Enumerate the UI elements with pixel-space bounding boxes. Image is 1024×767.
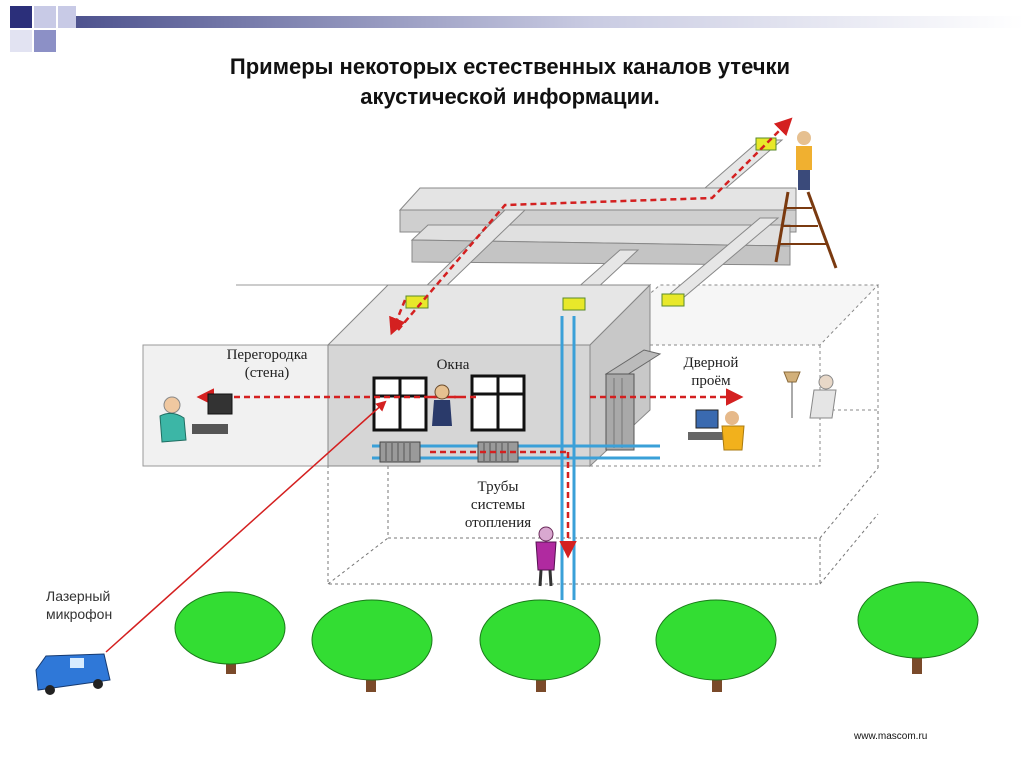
label-pipes-line2: системы	[470, 497, 526, 513]
person-in-room-icon	[432, 384, 452, 426]
sensor-icon	[405, 137, 777, 311]
person-at-computer-icon	[159, 393, 233, 443]
label-partition-line1: Перегородка	[226, 347, 308, 363]
tree-icon	[655, 599, 777, 692]
person-listening-icon	[688, 409, 745, 451]
label-laser-line2: микрофон	[46, 606, 113, 622]
laser-beam	[105, 400, 387, 653]
website-link[interactable]: www.mascom.ru	[854, 731, 928, 742]
title-line-1: Примеры некоторых естественных каналов у…	[229, 54, 791, 79]
header-gradient-strip	[60, 16, 1024, 28]
label-pipes-line3: отопления	[464, 515, 532, 531]
label-partition-line2: (стена)	[244, 365, 290, 381]
window-left	[372, 376, 428, 432]
label-partition: Перегородка (стена)	[212, 346, 322, 382]
lower-floor-outline	[327, 410, 879, 585]
label-windows: Окна	[436, 357, 470, 373]
van-icon	[35, 653, 111, 695]
tree-icon	[311, 599, 433, 692]
spy-icon	[535, 526, 557, 587]
tree-icon	[174, 591, 286, 674]
label-door: Дверной проём	[666, 354, 756, 390]
lamp-icon	[783, 371, 801, 418]
corner-decoration	[10, 6, 76, 52]
ventilation-ducts	[398, 139, 797, 299]
leak-path-arrows	[196, 117, 793, 559]
label-pipes-line1: Трубы	[477, 479, 519, 495]
label-door-line1: Дверной	[683, 355, 739, 371]
page-title: Примеры некоторых естественных каналов у…	[150, 52, 870, 112]
window-right	[470, 374, 526, 432]
tree-icon	[857, 581, 979, 674]
person-reading-icon	[809, 374, 837, 419]
label-laser-line1: Лазерный	[46, 588, 111, 604]
label-door-line2: проём	[691, 373, 731, 389]
person-on-ladder-icon	[774, 131, 838, 269]
door-icon	[604, 349, 662, 451]
tree-icon	[479, 599, 601, 692]
label-laser-microphone: Лазерный микрофон	[46, 587, 146, 623]
title-line-2: акустической информации.	[360, 84, 660, 109]
label-pipes: Трубы системы отопления	[452, 478, 544, 532]
